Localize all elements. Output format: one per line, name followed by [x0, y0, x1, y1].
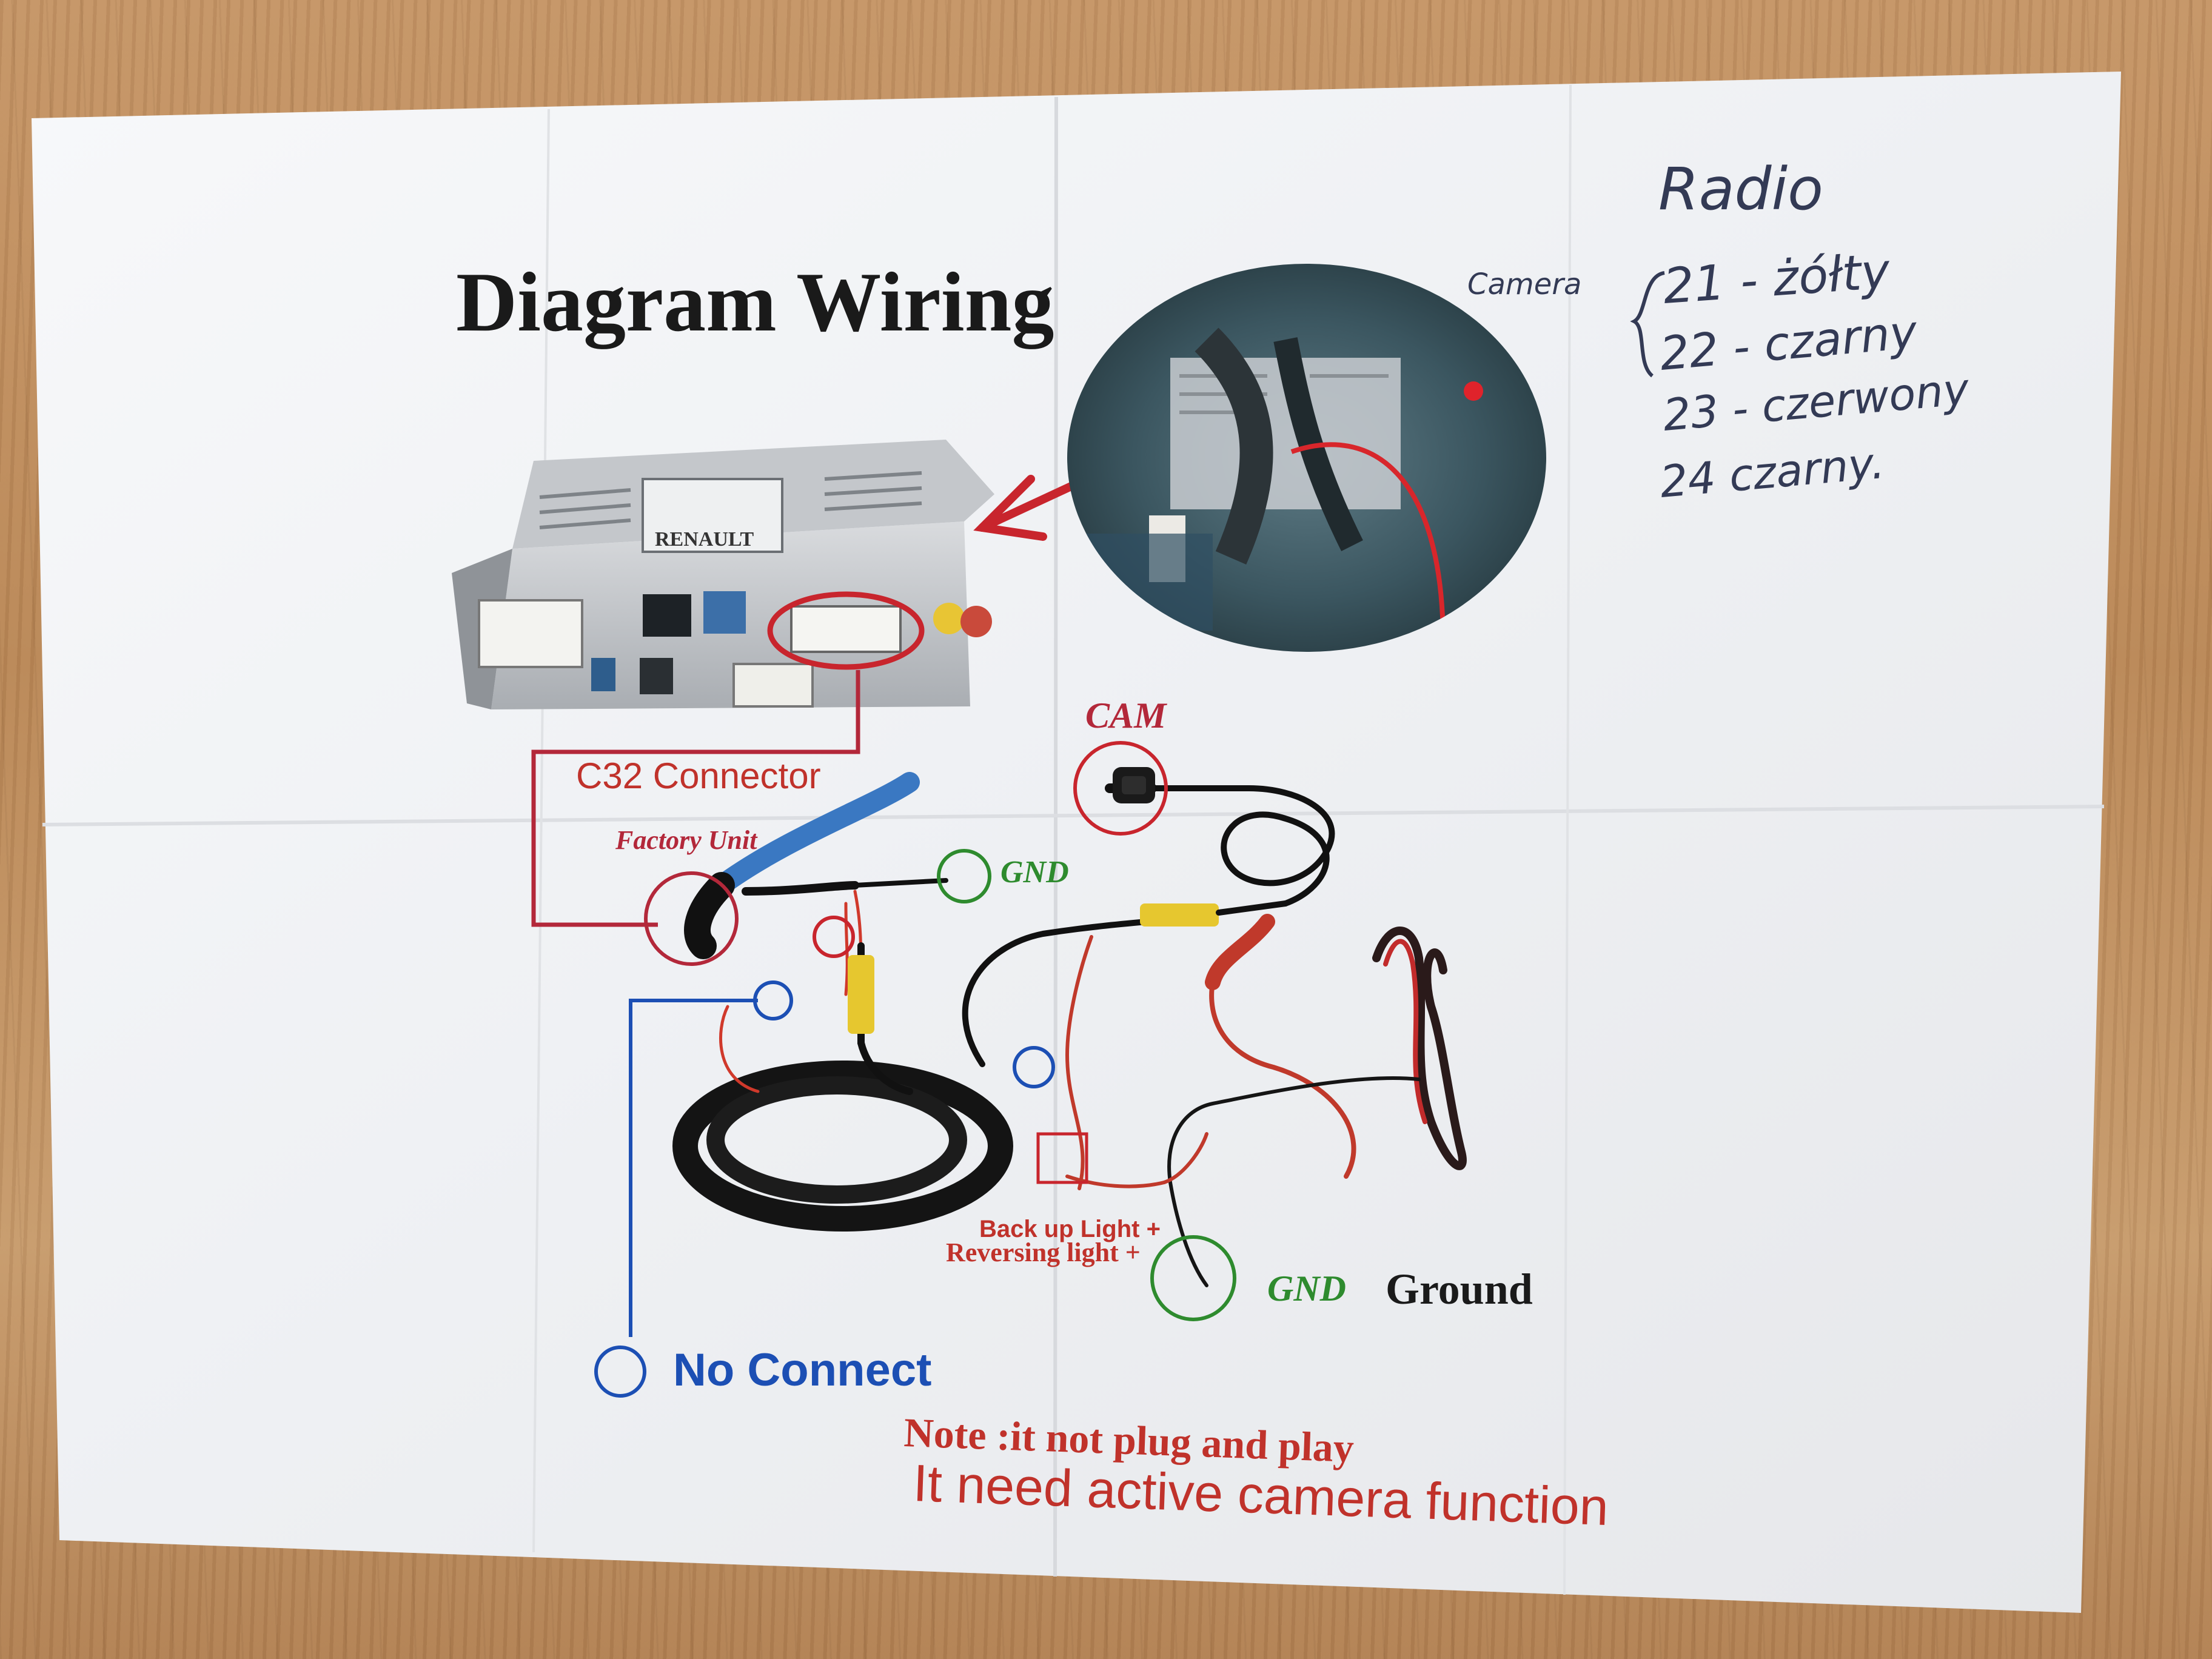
lower-white-connector	[732, 663, 814, 708]
no-connect-label: No Connect	[673, 1344, 931, 1396]
yellow-rca-plug-left	[848, 955, 874, 1034]
gnd-circle-bottom	[1150, 1235, 1236, 1321]
black-cable-coil	[672, 1061, 1013, 1232]
gnd-circle-top	[937, 849, 991, 903]
factory-unit-circle	[644, 871, 739, 966]
fold-crease-vertical	[1053, 96, 1058, 1577]
yellow-rca-plug-right	[1140, 903, 1219, 927]
handwritten-camera-label: Camera	[1467, 267, 1581, 301]
c32-highlight-ellipse	[767, 591, 925, 670]
rca-red-port	[960, 606, 992, 637]
fold-crease-left	[532, 109, 550, 1553]
reversing-light-label: Reversing light +	[946, 1238, 1141, 1267]
c32-connector-box	[531, 670, 860, 927]
diagram-title: Diagram Wiring	[456, 255, 1054, 349]
gnd-label-bottom: GND	[1267, 1269, 1346, 1309]
handwritten-heading: Radio	[1658, 155, 1823, 223]
ground-label: Ground	[1386, 1265, 1533, 1313]
cam-highlight-circle	[1073, 741, 1168, 836]
c32-white-connector	[790, 605, 902, 653]
backup-light-box	[1036, 1132, 1088, 1184]
fold-crease-horizontal	[42, 805, 2105, 826]
left-white-connector	[478, 599, 583, 668]
inset-red-dot	[1464, 381, 1483, 401]
cam-label: CAM	[1085, 695, 1168, 736]
rca-yellow-port	[933, 603, 965, 634]
harness-cables	[672, 772, 1467, 1287]
c32-connector-label: C32 Connector	[576, 756, 821, 796]
backup-camera	[1113, 767, 1155, 803]
backup-light-label: Back up Light +	[979, 1216, 1161, 1242]
no-connect-line	[629, 999, 758, 1337]
blue-port-small	[591, 658, 615, 691]
red-wire-circle-mid	[1013, 1046, 1055, 1088]
no-connect-circle-bottom	[594, 1346, 646, 1398]
unit-brand-label: RENAULT	[655, 528, 754, 551]
fold-crease-right	[1563, 84, 1572, 1595]
paper-sheet	[32, 72, 2121, 1613]
handwritten-brace	[1630, 271, 1665, 378]
blue-connector	[703, 591, 746, 634]
inset-photo-oval	[1067, 264, 1546, 652]
usb-port	[640, 658, 673, 694]
radio-head-unit: RENAULT	[452, 440, 994, 709]
factory-unit-label: Factory Unit	[615, 825, 758, 855]
black-connector	[643, 594, 691, 637]
gnd-label-top: GND	[1000, 855, 1069, 890]
red-wire-circle-left	[813, 916, 855, 958]
